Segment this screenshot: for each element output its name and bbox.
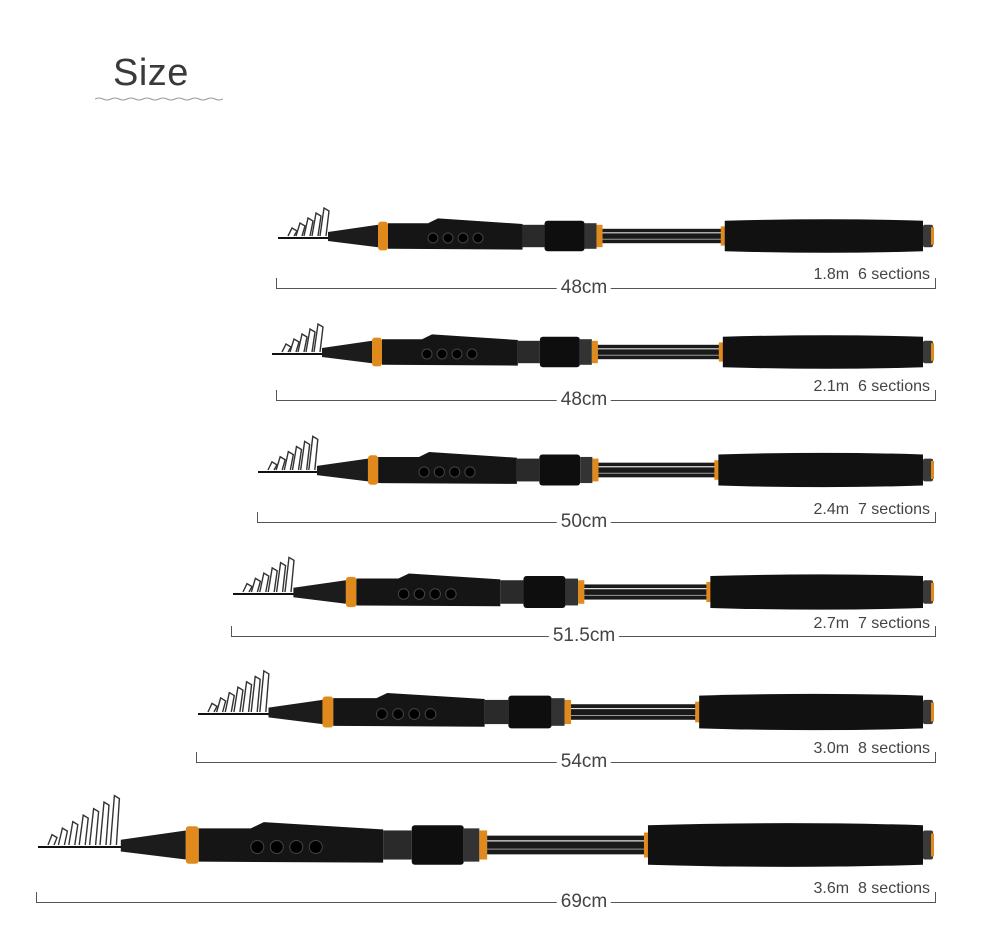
spec-label-6: 3.6m 8 sections bbox=[813, 880, 931, 897]
rod-6 bbox=[38, 794, 934, 867]
length-label-4: 51.5cm bbox=[548, 626, 620, 646]
measure-line-6 bbox=[36, 892, 936, 903]
spec-label-1: 1.8m 6 sections bbox=[813, 266, 931, 283]
length-label-1: 48cm bbox=[556, 278, 612, 298]
page-title: Size bbox=[113, 52, 189, 94]
rod-5 bbox=[198, 669, 934, 731]
spec-label-4: 2.7m 7 sections bbox=[813, 615, 931, 632]
length-label-6: 69cm bbox=[556, 892, 612, 912]
length-label-2: 48cm bbox=[556, 390, 612, 410]
rod-4 bbox=[233, 556, 934, 610]
length-label-5: 54cm bbox=[556, 752, 612, 772]
rod-2 bbox=[272, 322, 934, 369]
rod-1 bbox=[278, 206, 934, 253]
spec-label-2: 2.1m 6 sections bbox=[813, 378, 931, 395]
length-label-3: 50cm bbox=[556, 512, 612, 532]
spec-label-5: 3.0m 8 sections bbox=[813, 740, 931, 757]
spec-label-3: 2.4m 7 sections bbox=[813, 501, 931, 518]
title-underline bbox=[95, 97, 223, 101]
rod-3 bbox=[258, 435, 934, 488]
